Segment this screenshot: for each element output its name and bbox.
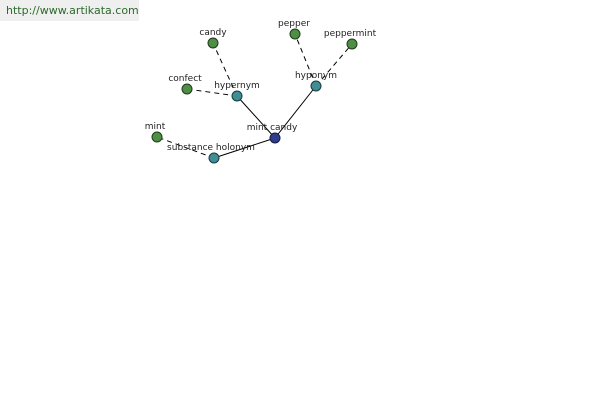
node-substance-holonym[interactable]: substance holonym [167, 143, 255, 164]
edge-center-hyponym [274, 85, 317, 139]
node-confect-dot[interactable] [181, 83, 193, 95]
node-hypernym-dot[interactable] [231, 90, 243, 102]
site-url-label[interactable]: http://www.artikata.com [0, 0, 139, 21]
node-hypernym-label[interactable]: hypernym [214, 81, 260, 91]
node-center-dot[interactable] [269, 132, 281, 144]
node-mint-label[interactable]: mint [145, 122, 166, 132]
node-hyponym-dot[interactable] [310, 80, 322, 92]
node-pepper-label[interactable]: pepper [278, 19, 310, 29]
node-center[interactable]: mint candy [247, 123, 298, 144]
node-peppermint[interactable]: peppermint [324, 29, 377, 50]
node-candy-label[interactable]: candy [199, 28, 227, 38]
node-pepper-dot[interactable] [289, 28, 301, 40]
node-peppermint-dot[interactable] [346, 38, 358, 50]
edge-hyponym-peppermint [315, 43, 353, 87]
node-substance-holonym-label[interactable]: substance holonym [167, 143, 255, 153]
node-hyponym-label[interactable]: hyponym [295, 71, 337, 81]
node-confect-label[interactable]: confect [168, 74, 202, 84]
edges [156, 33, 353, 159]
node-mint[interactable]: mint [145, 122, 166, 143]
edge-center-hypernym [236, 95, 276, 139]
edge-center-substance-holonym [213, 137, 276, 159]
node-candy[interactable]: candy [199, 28, 227, 49]
node-confect[interactable]: confect [168, 74, 202, 95]
node-hypernym[interactable]: hypernym [214, 81, 260, 102]
node-candy-dot[interactable] [207, 37, 219, 49]
node-hyponym[interactable]: hyponym [295, 71, 337, 92]
node-pepper[interactable]: pepper [278, 19, 310, 40]
node-peppermint-label[interactable]: peppermint [324, 29, 377, 39]
node-substance-holonym-dot[interactable] [208, 152, 220, 164]
edge-hyponym-pepper [294, 33, 317, 87]
node-center-label[interactable]: mint candy [247, 123, 298, 133]
edge-hypernym-candy [212, 42, 238, 97]
edge-holonym-mint [156, 136, 215, 159]
node-mint-dot[interactable] [151, 131, 163, 143]
